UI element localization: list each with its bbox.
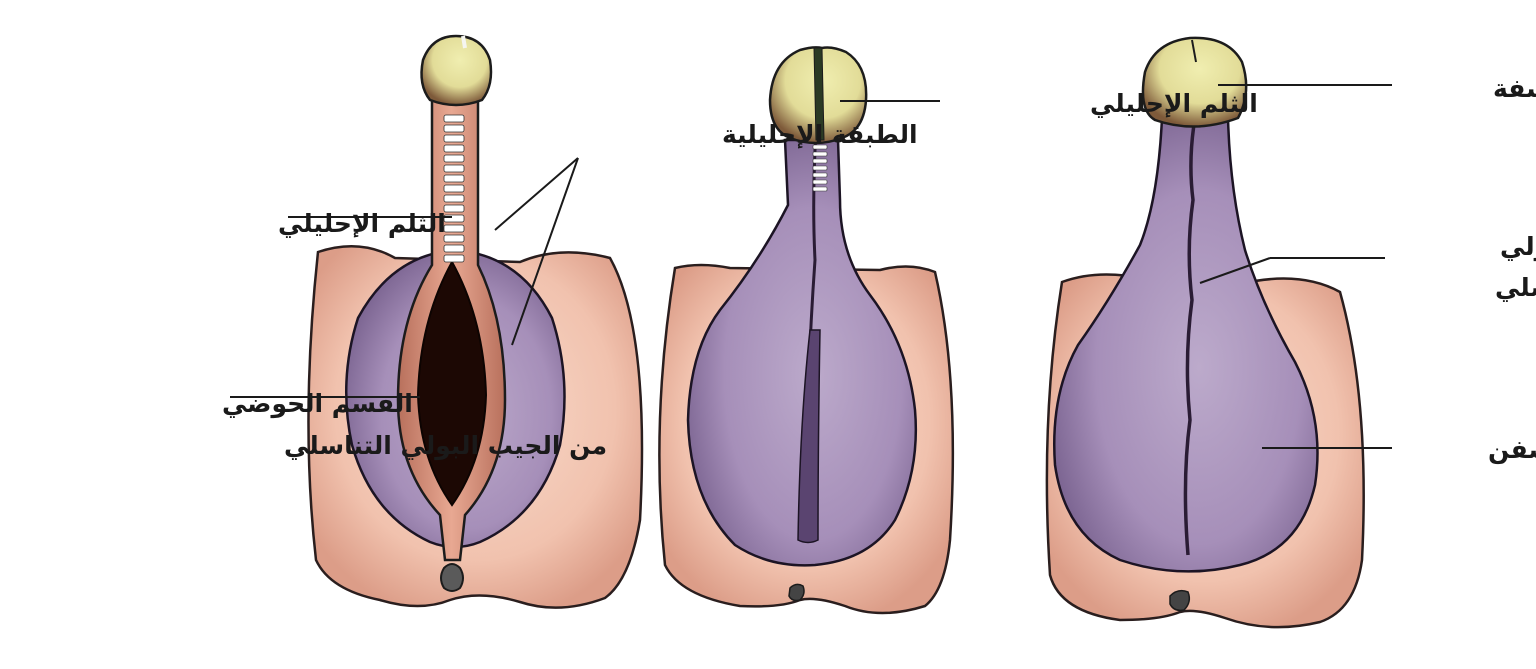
leader-urethral-folds-b	[511, 157, 579, 346]
urethral-seam-gap	[797, 329, 821, 544]
urethral-groove-ladder	[443, 114, 465, 263]
leader-urethral-folds-a	[494, 157, 579, 231]
genital-tubercle-glans	[420, 34, 493, 107]
figure-final-stage	[1045, 36, 1365, 629]
label-urethral-folds: الطبقة الإحليلية	[722, 120, 918, 149]
glans-meatus	[1191, 39, 1197, 63]
label-pelvic-part-line1: القسم الحوضي	[222, 389, 413, 419]
label-scrotum: الصفن	[1488, 435, 1536, 465]
glans-urethral-groove	[813, 47, 825, 141]
anal-opening	[1169, 589, 1191, 612]
label-urethral-raphe-line1: الرفاء البولي	[1500, 232, 1536, 262]
label-glans: الحشفة	[1493, 74, 1536, 103]
leader-urethral-raphe	[1199, 257, 1271, 284]
urogenital-sinus-cavity	[416, 259, 488, 507]
figure-early-stage	[307, 34, 644, 609]
label-pelvic-part-line2: من الجيب البولي التناسلي	[284, 431, 607, 461]
label-urethral-groove-middle: الثلم الإحليلي	[1090, 89, 1258, 118]
anal-opening	[788, 583, 805, 602]
scrotal-swelling	[686, 138, 918, 567]
label-urethral-raphe-line2: التناسلي	[1495, 273, 1536, 302]
urethral-raphe	[1183, 117, 1197, 556]
glans	[1141, 36, 1248, 128]
figure-middle-stage	[658, 46, 955, 615]
scrotum	[1053, 116, 1319, 573]
label-urethral-groove-left: الثلم الإحليلي	[278, 209, 446, 238]
glans-notch	[461, 35, 467, 49]
anal-opening	[440, 563, 464, 592]
